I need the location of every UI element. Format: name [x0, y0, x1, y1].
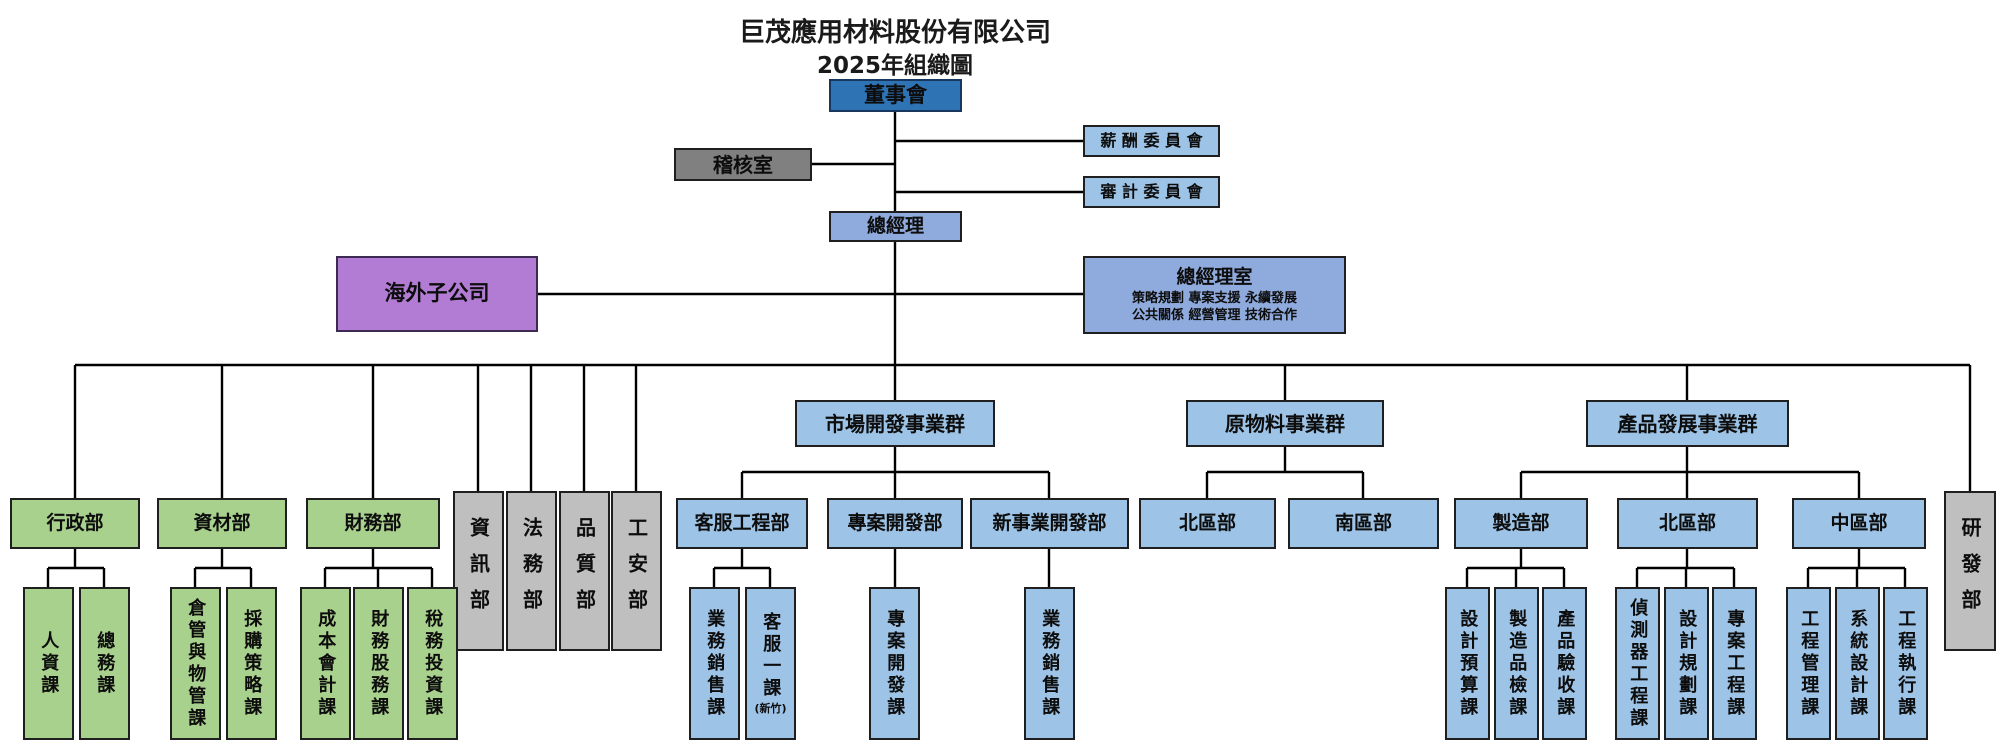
node-warehouse-section: 倉管與物管課 — [170, 587, 221, 740]
node-design-budget-section: 設計預算課 — [1445, 587, 1490, 740]
node-overseas-subsidiary: 海外子公司 — [336, 256, 538, 332]
node-eng-mgmt-section: 工程管理課 — [1786, 587, 1831, 740]
org-title: 巨茂應用材料股份有限公司 — [738, 18, 1052, 48]
node-acceptance-section: 產品驗收課 — [1542, 587, 1587, 740]
node-manufacturing-dept: 製造部 — [1454, 498, 1588, 549]
node-legal-dept: 法務部 — [506, 491, 557, 651]
node-central-district-dept: 中區部 — [1792, 498, 1926, 549]
node-product-dev-group: 產品發展事業群 — [1586, 400, 1789, 447]
node-audit-office: 稽核室 — [674, 148, 812, 181]
node-safety-dept: 工安部 — [611, 491, 662, 651]
node-cs-section-1: 客服一課 (新竹) — [745, 587, 796, 740]
node-it-dept: 資訊部 — [453, 491, 504, 651]
node-admin-dept: 行政部 — [10, 498, 140, 549]
node-cs-engineering-dept: 客服工程部 — [676, 498, 808, 549]
node-project-eng-section: 專案工程課 — [1712, 587, 1757, 740]
node-general-affairs-section: 總務課 — [79, 587, 130, 740]
node-hr-section: 人資課 — [23, 587, 74, 740]
node-general-manager: 總經理 — [829, 211, 962, 242]
node-board: 董事會 — [829, 79, 962, 112]
node-audit-committee: 審 計 委 員 會 — [1083, 176, 1220, 208]
node-sales-section-2: 業務銷售課 — [1024, 587, 1075, 740]
node-materials-dept: 資材部 — [157, 498, 287, 549]
node-south-district-raw: 南區部 — [1288, 498, 1439, 549]
node-sales-section-1: 業務銷售課 — [689, 587, 740, 740]
node-procurement-section: 採購策略課 — [226, 587, 277, 740]
node-project-dev-section: 專案開發課 — [869, 587, 920, 740]
node-north-district-raw: 北區部 — [1139, 498, 1276, 549]
node-finance-dept: 財務部 — [306, 498, 440, 549]
node-quality-dept: 品質部 — [559, 491, 610, 651]
node-qc-section: 製造品檢課 — [1494, 587, 1539, 740]
node-raw-materials-group: 原物料事業群 — [1186, 400, 1384, 447]
node-tax-investment-section: 稅務投資課 — [407, 587, 458, 740]
node-gm-office: 總經理室 策略規劃 專案支援 永續發展 公共關係 經營管理 技術合作 — [1083, 256, 1346, 334]
node-new-business-dept: 新事業開發部 — [970, 498, 1129, 549]
node-design-planning-section: 設計規劃課 — [1664, 587, 1709, 740]
node-eng-exec-section: 工程執行課 — [1883, 587, 1928, 740]
node-compensation-committee: 薪 酬 委 員 會 — [1083, 125, 1220, 157]
node-shareholder-services-section: 財務股務課 — [353, 587, 404, 740]
node-project-dev-dept: 專案開發部 — [827, 498, 963, 549]
node-north-district-product: 北區部 — [1617, 498, 1758, 549]
node-rnd-dept: 研發部 — [1944, 491, 1996, 651]
org-subtitle: 2025年組織圖 — [816, 53, 974, 79]
node-cost-accounting-section: 成本會計課 — [300, 587, 351, 740]
node-detector-eng-section: 偵測器工程課 — [1615, 587, 1660, 740]
node-market-dev-group: 市場開發事業群 — [795, 400, 995, 447]
node-system-design-section: 系統設計課 — [1835, 587, 1880, 740]
